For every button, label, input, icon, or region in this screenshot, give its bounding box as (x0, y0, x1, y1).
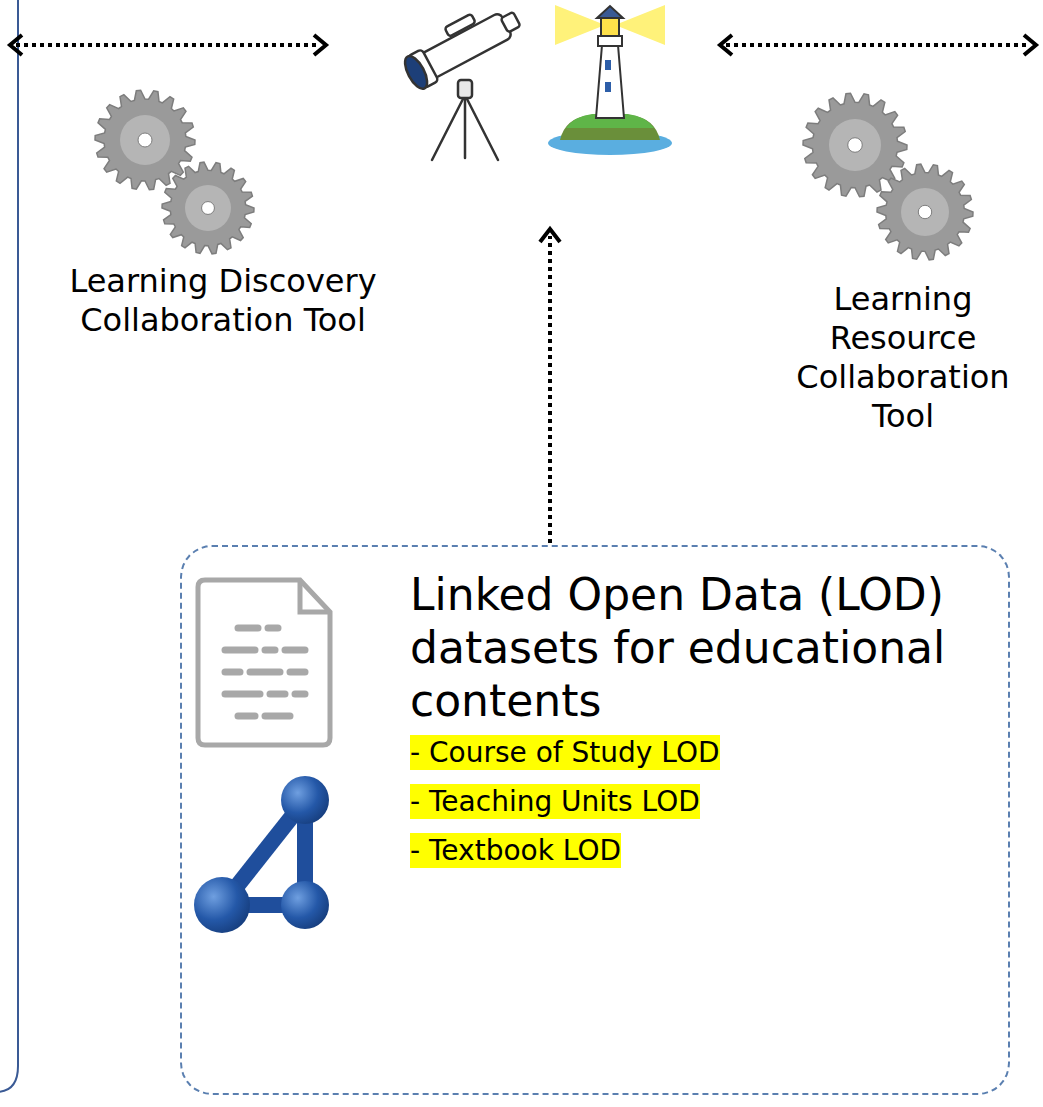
dataset-item: - Course of Study LOD (410, 735, 720, 770)
gear-hole (138, 133, 152, 147)
lod-icon (194, 776, 329, 933)
tool-label: Learning Resource Collaboration Tool (772, 280, 1034, 436)
panel-edge (0, 0, 18, 1092)
dataset-box: Linked Open Data (LOD) datasets for educ… (180, 545, 1010, 1095)
dataset-item: - Teaching Units LOD (410, 784, 700, 819)
gear (162, 162, 254, 254)
gear-hub (185, 185, 231, 231)
gear (877, 164, 973, 260)
gear-hub (901, 188, 949, 236)
gear-icons (95, 90, 973, 260)
gear-hub (829, 119, 881, 171)
gear-hole (202, 202, 215, 215)
gear-body (162, 162, 254, 254)
gear (95, 90, 195, 190)
dataset-title: Linked Open Data (LOD) datasets for educ… (410, 569, 970, 727)
telescope-icon (397, 0, 525, 160)
dataset-item: - Textbook LOD (410, 833, 621, 868)
gear-body (95, 90, 195, 190)
gear-hub (120, 115, 170, 165)
dotted-arrows (10, 35, 1036, 543)
gear-hole (848, 138, 863, 153)
document-icon (198, 580, 330, 745)
tool-label: Learning Discovery Collaboration Tool (28, 262, 418, 340)
gear-body (877, 164, 973, 260)
gear-hole (918, 205, 931, 218)
lighthouse-icon (548, 5, 672, 155)
